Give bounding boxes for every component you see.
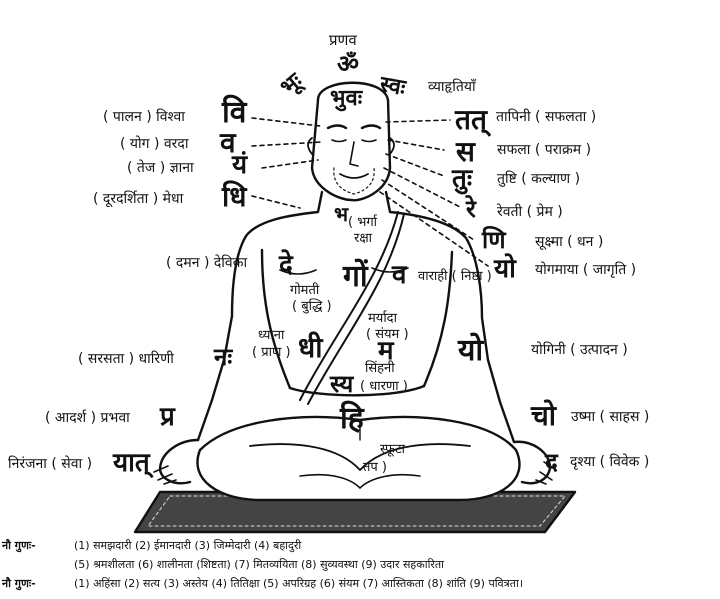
om-symbol: ॐ xyxy=(337,50,359,78)
left-label-1: ( पालन ) विश्वा xyxy=(103,109,185,125)
body-syllable-go: गों xyxy=(343,259,368,294)
footer-row1-line2: (5) श्रमशीलता (6) शालीनता (शिष्टता) (7) … xyxy=(74,558,445,571)
footer-row1-label: नौ गुणः- xyxy=(2,539,36,552)
body-syllable-ma: म xyxy=(378,336,394,366)
left-syllable-7: प्र xyxy=(160,402,175,432)
body-label-varahi: वाराही ( निष्ठा ) xyxy=(418,269,492,284)
left-label-7: ( आदर्श ) प्रभवा xyxy=(45,410,130,426)
body-syllable-hi: हि xyxy=(340,401,364,436)
pranav-label: प्रणव xyxy=(329,31,357,49)
syllable-svah: स्वः xyxy=(378,72,408,102)
left-syllable-1: वि xyxy=(222,95,247,130)
left-syllable-2: व xyxy=(220,126,236,159)
right-syllable-5: णि xyxy=(482,226,506,254)
right-label-5: सूक्ष्मा ( धन ) xyxy=(535,234,604,250)
right-label-2: सफला ( पराक्रम ) xyxy=(497,142,592,158)
right-syllable-1: तत् xyxy=(455,103,487,136)
body-label-gomati: गोमती xyxy=(290,283,320,298)
vyahritis-label: व्याहृतियाँ xyxy=(428,79,476,95)
right-syllable-8: चो xyxy=(531,399,557,432)
left-label-4: ( दूरदर्शिता ) मेधा xyxy=(93,191,184,207)
left-syllable-8: यात् xyxy=(113,448,150,478)
syllable-bhuvah: भुवः xyxy=(330,86,363,111)
left-syllable-4: धि xyxy=(222,180,247,213)
right-syllable-6: यो xyxy=(494,254,516,284)
body-label-sanyam: ( संयम ) xyxy=(366,327,409,342)
right-label-8: उष्मा ( साहस ) xyxy=(571,409,650,425)
body-syllable-va: व xyxy=(392,260,407,290)
body-label-buddhi: ( बुद्धि ) xyxy=(292,299,332,314)
left-label-6: ( सरसता ) धारिणी xyxy=(78,351,174,367)
body-label-sinhani: सिंहनी xyxy=(365,361,395,376)
legs-and-hands xyxy=(153,415,557,502)
body-label-maryada: मर्यादा xyxy=(368,311,397,326)
body-label-bharga: ( भर्गा xyxy=(348,215,378,230)
body-label-dhyana: ध्याना xyxy=(258,328,285,343)
left-label-3: ( तेज ) ज्ञाना xyxy=(127,160,194,176)
right-syllable-4: रे xyxy=(466,195,476,223)
left-syllable-5: दे xyxy=(279,250,293,280)
footer-row2-line1: (1) अहिंसा (2) सत्य (3) अस्तेय (4) तितिक… xyxy=(74,577,524,590)
right-label-3: तुष्टि ( कल्याण ) xyxy=(497,171,581,187)
right-syllable-9: द xyxy=(545,448,558,476)
right-syllable-7: यो xyxy=(458,333,484,368)
right-label-7: योगिनी ( उत्पादन ) xyxy=(531,342,628,358)
footer-row2-label: नौ गुणः- xyxy=(2,577,36,590)
body-syllable-sya: स्य xyxy=(330,370,354,398)
left-label-8: निरंजना ( सेवा ) xyxy=(8,456,93,472)
right-label-9: दृश्या ( विवेक ) xyxy=(570,454,650,470)
right-label-1: तापिनी ( सफलता ) xyxy=(496,109,597,125)
right-label-4: रेवती ( प्रेम ) xyxy=(497,204,563,220)
body-syllable-dhi: धी xyxy=(298,331,323,364)
left-syllable-6: नः xyxy=(214,343,233,371)
body-label-tap: तप ) xyxy=(363,460,387,475)
torso xyxy=(196,190,516,444)
body-label-raksha: रक्षा xyxy=(354,231,373,246)
left-label-2: ( योग ) वरदा xyxy=(120,136,189,152)
right-label-6: योगमाया ( जागृति ) xyxy=(535,262,637,278)
body-label-sphuta: स्फूटा xyxy=(380,442,405,457)
left-label-5: ( दमन ) देविका xyxy=(166,255,248,271)
body-syllable-bha: भ xyxy=(334,202,349,226)
connector-lines xyxy=(251,117,489,267)
head xyxy=(307,81,395,202)
body-label-dharana: ( धारणा ) xyxy=(360,379,408,394)
body-label-prana: ( प्राण ) xyxy=(252,345,291,360)
footer-row1-line1: (1) समझदारी (2) ईमानदारी (3) जिम्मेदारी … xyxy=(74,539,302,552)
right-syllable-3: तुः xyxy=(452,164,473,194)
left-syllable-3: यं xyxy=(232,150,248,180)
right-syllable-2: स xyxy=(456,135,475,168)
